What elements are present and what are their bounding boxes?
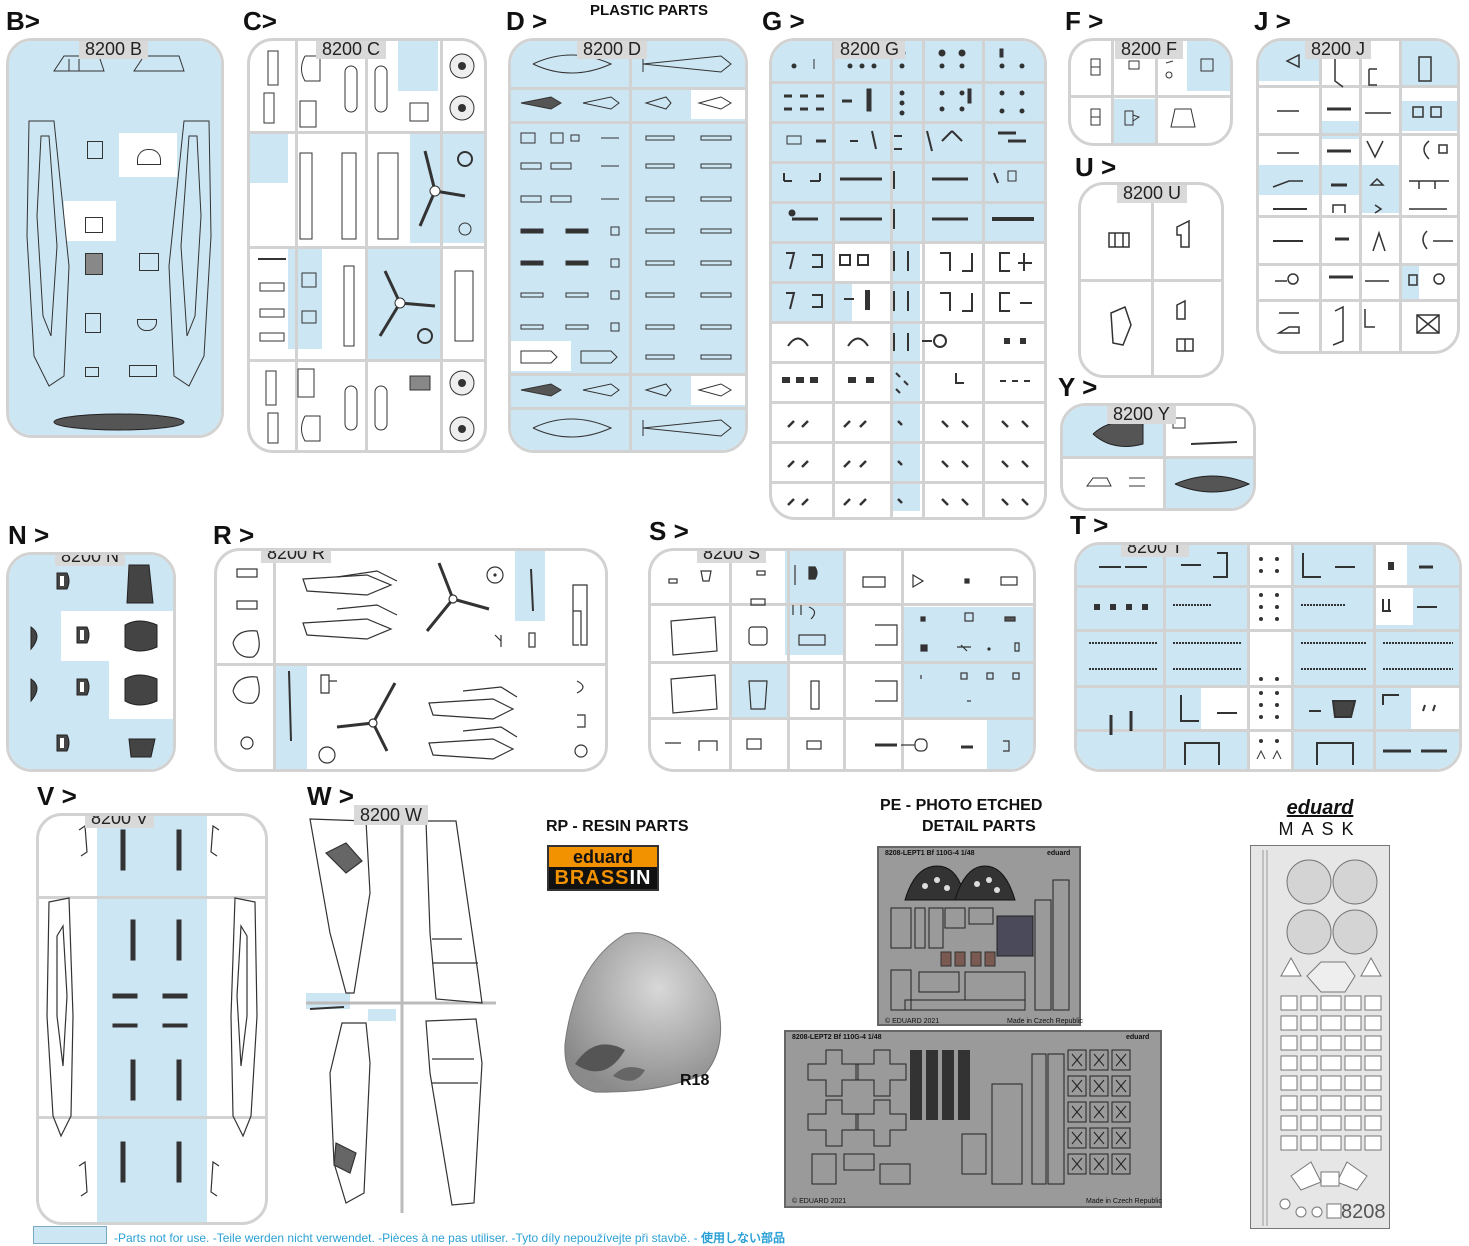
- bracket-part: [85, 313, 101, 333]
- sprue-w-label: 8200 W: [354, 805, 429, 825]
- resin-part-label: R18: [680, 1072, 710, 1089]
- pe-fret-2-code: 8208-LEPT2 Bf 110G-4 1/48: [792, 1034, 882, 1041]
- sprue-r-label: 8200 R: [261, 551, 332, 563]
- resin-nose-part: [564, 932, 722, 1093]
- mask-sheet: 8208: [1250, 845, 1390, 1229]
- legend-japanese: 使用しない部品: [700, 1231, 785, 1245]
- pe-fret-2-copyright: © EDUARD 2021: [792, 1198, 847, 1205]
- pe-fret-1-code: 8208-LEPT1 Bf 110G-4 1/48: [885, 850, 975, 857]
- pe-fret-1-copyright: © EDUARD 2021: [885, 1018, 940, 1025]
- sprue-y-letter: Y >: [1058, 372, 1098, 402]
- sprue-g: 8200 G: [769, 38, 1047, 520]
- seat-part: [85, 217, 103, 233]
- brassin-logo-bottom: BRASSIN: [549, 867, 657, 889]
- legend-text: -Parts not for use. -Teile werden nicht …: [114, 1231, 785, 1245]
- resin-parts-title: RP - RESIN PARTS: [546, 818, 689, 835]
- pe-fret-2-parts: [807, 1049, 1131, 1185]
- sprue-t-letter: T >: [1070, 510, 1109, 540]
- sprue-j-label: 8200 J: [1305, 41, 1372, 59]
- sprue-n-letter: N >: [8, 520, 50, 550]
- sprue-u-parts: [1108, 219, 1194, 352]
- sprue-n-label: 8200 N: [55, 555, 126, 566]
- sprue-g-letter: G >: [762, 6, 805, 36]
- plastic-parts-title: PLASTIC PARTS: [590, 2, 709, 19]
- mask-number: 8208: [1341, 1201, 1386, 1223]
- sprue-r: 8200 R: [214, 548, 608, 772]
- sprue-g-parts: [782, 48, 1034, 506]
- sprue-y: 8200 Y: [1060, 403, 1256, 511]
- sprue-y-parts: [1086, 417, 1251, 493]
- sprue-t-parts: [1089, 552, 1453, 765]
- pe-fret-1-parts: [890, 865, 1070, 1011]
- sprue-b-letter: B>: [6, 6, 40, 36]
- pe-fret-2-brand: eduard: [1126, 1034, 1150, 1041]
- sprue-v-parts: [46, 824, 258, 1197]
- sprue-f-label: 8200 F: [1115, 41, 1184, 59]
- sprue-s-letter: S >: [649, 516, 689, 546]
- sprue-w-letter: W >: [307, 781, 354, 811]
- pe-fret-1-made: Made in Czech Republic: [1007, 1018, 1083, 1025]
- sprue-d: 8200 D: [508, 38, 748, 453]
- sprue-b: 8200 B: [6, 38, 224, 438]
- sprue-f-letter: F >: [1065, 6, 1104, 36]
- sprue-u-label: 8200 U: [1117, 185, 1188, 203]
- sprue-r-letter: R >: [213, 520, 255, 550]
- sprue-u: 8200 U: [1078, 182, 1224, 378]
- brassin-logo-top: eduard: [549, 847, 657, 867]
- instrument-panel-part: [137, 149, 161, 165]
- sprue-b-label: 8200 B: [79, 41, 149, 59]
- sprue-f: 8200 F: [1068, 38, 1233, 146]
- sprue-d-label: 8200 D: [577, 41, 648, 59]
- sprue-n: 8200 N: [6, 552, 176, 772]
- pe-fret-2: 8208-LEPT2 Bf 110G-4 1/48 eduard © EDUAR…: [784, 1030, 1162, 1208]
- sprue-c-label: 8200 C: [316, 41, 387, 59]
- sprue-j-letter: J >: [1254, 6, 1291, 36]
- sprue-t: 8200 T: [1074, 542, 1462, 772]
- sprue-t-label: 8200 T: [1121, 545, 1189, 557]
- small-part: [87, 141, 103, 159]
- sprue-s-label: 8200 S: [697, 551, 767, 563]
- pe-title-line2: DETAIL PARTS: [922, 818, 1036, 835]
- sprue-j-parts: [1272, 53, 1453, 346]
- pe-fret-1: 8208-LEPT1 Bf 110G-4 1/48 eduard © EDUAR…: [877, 846, 1083, 1026]
- pe-fret-1-brand: eduard: [1047, 850, 1071, 857]
- sprue-v-label: 8200 V: [85, 816, 155, 828]
- sprue-f-parts: [1090, 58, 1214, 128]
- pe-title-line1: PE - PHOTO ETCHED: [880, 797, 1043, 814]
- sprue-r-parts: [232, 562, 588, 764]
- pe-fret-2-made: Made in Czech Republic: [1086, 1198, 1162, 1205]
- sprue-j: 8200 J: [1256, 38, 1460, 354]
- sprue-s: 8200 S: [648, 548, 1036, 772]
- panel-part: [129, 365, 157, 377]
- sprue-c: 8200 C: [247, 38, 487, 453]
- clip-part: [85, 367, 99, 377]
- radio-part: [85, 253, 103, 275]
- sprue-v-letter: V >: [37, 781, 77, 811]
- sprue-u-letter: U >: [1075, 152, 1117, 182]
- sprue-y-label: 8200 Y: [1107, 406, 1176, 424]
- wing-parts: [26, 120, 212, 387]
- sprue-s-parts: [665, 565, 1020, 752]
- drop-tank-part: [53, 413, 185, 431]
- sprue-g-label: 8200 G: [834, 41, 906, 59]
- mask-sheet-shapes: [1262, 850, 1382, 1226]
- sprue-d-letter: D >: [506, 6, 548, 36]
- sprue-c-parts: [258, 50, 475, 444]
- mask-title: MASK: [1278, 819, 1362, 839]
- legend-swatch: [33, 1226, 107, 1244]
- sprue-w-parts: [306, 813, 496, 1213]
- sprue-c-letter: C>: [243, 6, 277, 36]
- gear-part: [139, 253, 159, 271]
- mask-brand: eduard: [1286, 797, 1354, 819]
- sprue-n-parts: [30, 564, 158, 758]
- sprue-w: 8200 W: [306, 805, 496, 1213]
- brassin-logo: eduard BRASSIN: [547, 845, 659, 891]
- sprue-v: 8200 V: [36, 813, 268, 1225]
- sprue-d-parts: [520, 54, 732, 438]
